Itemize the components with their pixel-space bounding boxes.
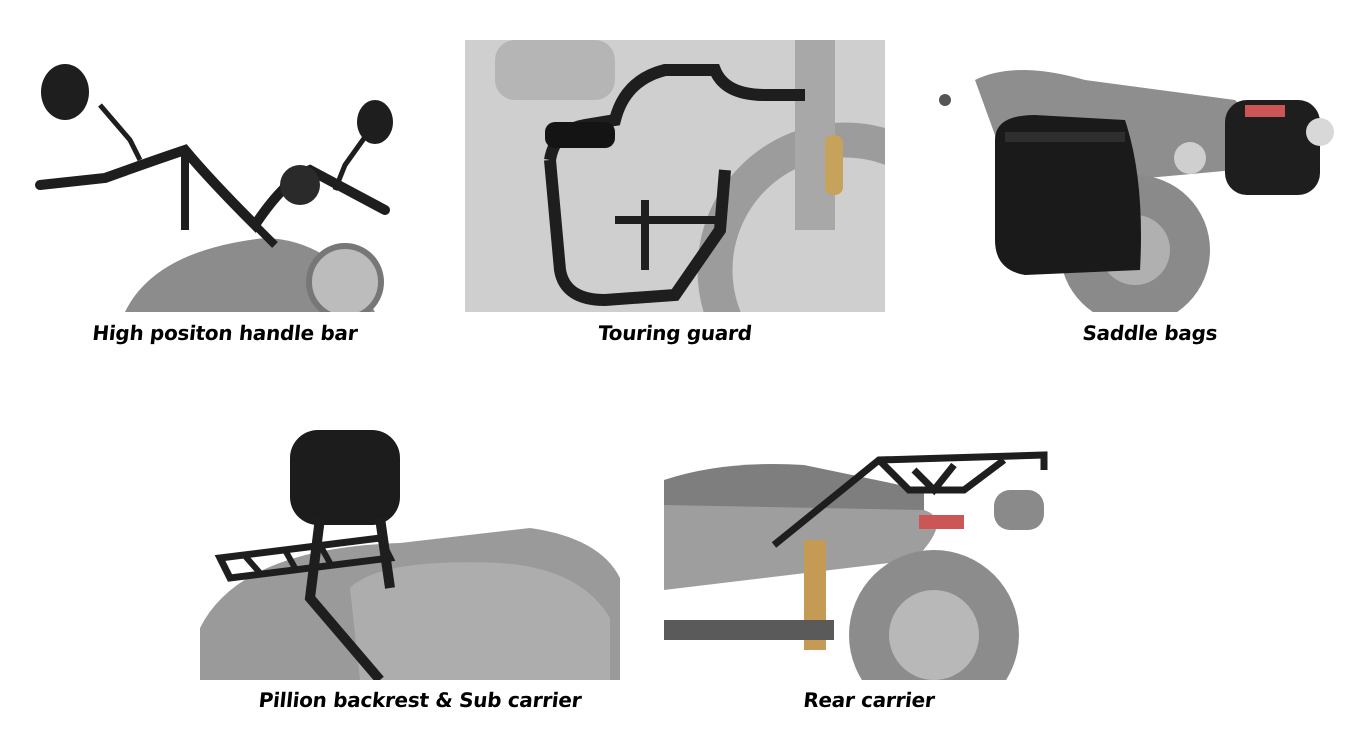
product-caption: Rear carrier <box>802 688 936 712</box>
product-caption: Touring guard <box>596 321 754 345</box>
rear-carrier-photo[interactable] <box>664 450 1048 680</box>
product-caption: Saddle bags <box>1081 321 1219 345</box>
product-caption: Pillion backrest & Sub carrier <box>257 688 583 712</box>
backrest-photo[interactable] <box>200 428 620 680</box>
touring-guard-photo[interactable] <box>465 40 885 312</box>
saddle-bags-photo[interactable] <box>935 40 1345 312</box>
product-caption: High positon handle bar <box>91 321 359 345</box>
handlebar-photo[interactable] <box>35 60 405 312</box>
